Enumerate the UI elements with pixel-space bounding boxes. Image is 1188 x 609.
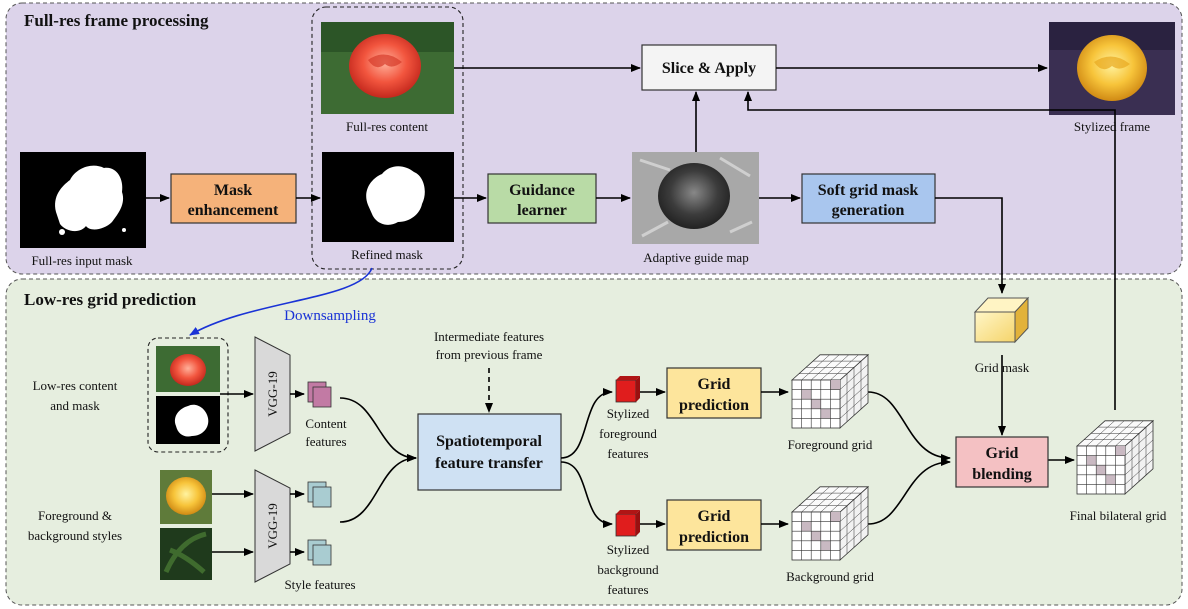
fullres-section	[5, 2, 1183, 275]
style-feature-stack-bg	[307, 539, 332, 566]
vgg-style-label: VGG-19	[265, 503, 280, 549]
vgg-input-arrows	[212, 390, 305, 556]
grid-mask-caption: Grid mask	[975, 360, 1030, 375]
cube-cell	[1086, 455, 1097, 466]
content-features-caption: Content	[305, 416, 347, 431]
adaptive-guide-map-caption: Adaptive guide map	[643, 250, 748, 265]
final-bilateral-grid-caption: Final bilateral grid	[1070, 508, 1167, 523]
stylized-fg-caption-2: foreground	[599, 426, 657, 441]
spatiotemporal-box	[417, 413, 562, 491]
vgg-style-encoder	[254, 469, 291, 583]
slice-apply-box	[641, 44, 777, 91]
soft-grid-mask-label: Soft grid mask	[818, 182, 919, 199]
soft-grid-mask-box	[801, 173, 936, 224]
foreground-grid-caption: Foreground grid	[788, 437, 873, 452]
adaptive-guide-map-image	[632, 152, 759, 244]
grid-prediction-bg-box	[666, 499, 762, 551]
content-features-caption-2: features	[305, 434, 346, 449]
soft-grid-mask-label-2: generation	[832, 202, 905, 219]
lowres-content-mask-caption-2: and mask	[50, 398, 100, 413]
vgg-content-encoder	[254, 336, 291, 452]
grid-blending-label: Grid	[986, 445, 1019, 462]
grid-prediction-arrows	[640, 355, 1075, 528]
cube-cell	[811, 531, 821, 541]
lowres-content-mask-caption: Low-res content	[33, 378, 118, 393]
grid-prediction-bg-label-2: prediction	[679, 529, 749, 546]
final-bilateral-grid-cube	[1075, 419, 1155, 495]
grid-blending-label-2: blending	[972, 466, 1032, 483]
downsampling-label: Downsampling	[284, 308, 376, 324]
content-feature-stack	[307, 381, 332, 408]
cube-cell	[830, 380, 840, 390]
style-features-caption: Style features	[284, 577, 355, 592]
fg-bg-styles-caption-2: background styles	[28, 528, 122, 543]
refined-group	[311, 6, 464, 270]
foreground-grid-cube	[790, 353, 870, 429]
grid-prediction-fg-label: Grid	[698, 376, 731, 393]
fullres-input-mask-caption: Full-res input mask	[31, 253, 133, 268]
background-style-image	[160, 528, 212, 580]
grid-prediction-bg-label: Grid	[698, 508, 731, 525]
spatiotemporal-label-2: feature transfer	[435, 455, 543, 472]
intermediate-features-caption: Intermediate features	[434, 329, 544, 344]
stylized-fg-caption-3: features	[607, 446, 648, 461]
background-grid-cube	[790, 485, 870, 561]
guidance-learner-label: Guidance	[509, 182, 575, 199]
spatiotemporal-label: Spatiotemporal	[436, 433, 542, 450]
fg-bg-styles-caption: Foreground &	[38, 508, 112, 523]
cube-cell	[820, 408, 831, 419]
lowres-section	[5, 278, 1183, 606]
fullres-arrows	[146, 64, 1116, 410]
grid-mask-cube	[973, 296, 1030, 344]
lowres-title: Low-res grid prediction	[24, 290, 197, 309]
lowres-content-image	[156, 346, 220, 392]
refined-mask-image	[322, 152, 454, 242]
downsampling-arrow	[189, 267, 373, 336]
cube-cell	[820, 540, 831, 551]
refined-mask-caption: Refined mask	[351, 247, 423, 262]
cube-cell	[801, 389, 812, 400]
stylized-fg-caption: Stylized	[607, 406, 650, 421]
slice-apply-label: Slice & Apply	[662, 60, 756, 77]
background-grid-caption: Background grid	[786, 569, 874, 584]
cube-cell	[801, 521, 812, 532]
stylized-bg-caption: Stylized	[607, 542, 650, 557]
fullres-content-image	[321, 22, 454, 114]
cube-cell	[1115, 446, 1125, 456]
grid-prediction-fg-box	[666, 367, 762, 419]
stylized-bg-feature	[615, 510, 640, 537]
intermediate-features-caption-2: from previous frame	[436, 347, 543, 362]
stylized-bg-caption-2: background	[597, 562, 659, 577]
guidance-learner-label-2: learner	[517, 202, 567, 219]
style-feature-stack-fg	[307, 481, 332, 508]
fullres-title: Full-res frame processing	[24, 11, 209, 30]
cube-cell	[1096, 465, 1106, 475]
grid-blending-box	[955, 436, 1049, 488]
mask-enhancement-box	[170, 173, 297, 224]
lowres-mask-image	[156, 396, 220, 444]
vgg-content-label: VGG-19	[265, 371, 280, 417]
fullres-content-caption: Full-res content	[346, 119, 428, 134]
mask-enhancement-label: Mask	[214, 182, 252, 199]
stylized-fg-feature	[615, 376, 640, 403]
foreground-style-image	[160, 470, 212, 524]
stylized-frame-caption: Stylized frame	[1074, 119, 1150, 134]
mask-enhancement-label-2: enhancement	[188, 202, 279, 219]
cube-cell	[830, 512, 840, 522]
stylized-bg-caption-3: features	[607, 582, 648, 597]
stylized-frame-image	[1049, 22, 1175, 115]
fullres-input-mask-image	[20, 152, 146, 248]
spatiotemporal-arrows	[339, 368, 613, 528]
cube-cell	[811, 399, 821, 409]
cube-cell	[1105, 474, 1116, 485]
lowres-group	[147, 337, 229, 453]
grid-prediction-fg-label-2: prediction	[679, 397, 749, 414]
